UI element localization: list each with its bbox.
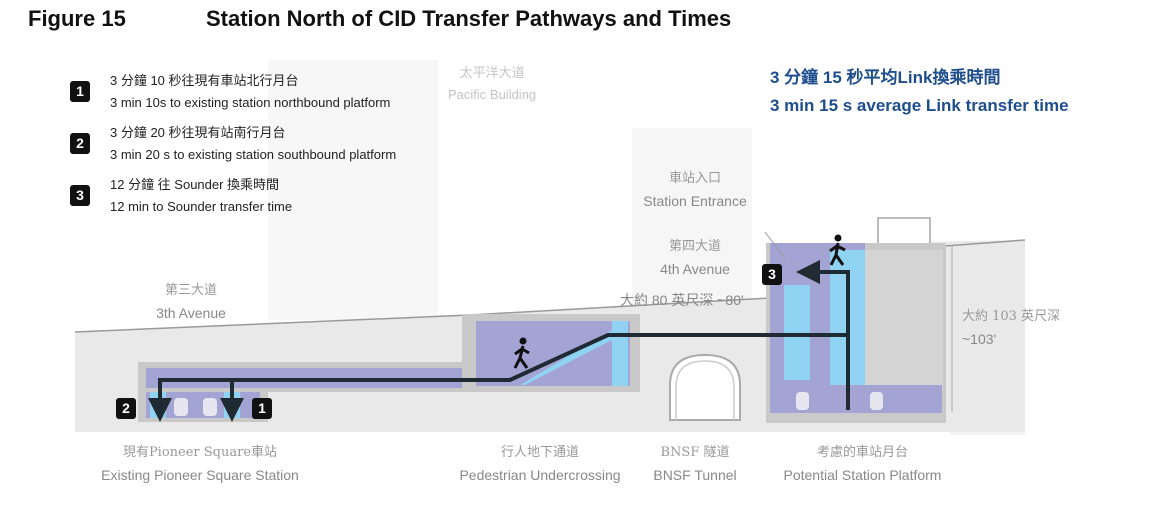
train-icon [796,392,809,410]
label-zh: 第三大道 [164,283,217,298]
background-building-label: 太平洋大道 Pacific Building [448,62,536,106]
background-label-zh: 太平洋大道 [459,65,525,80]
train-icon [174,398,188,416]
legend-item-3: 3 12 分鐘 往 Sounder 換乘時間 12 min to Sounder … [70,174,430,218]
fourth-avenue-label: 第四大道 4th Avenue [640,236,750,280]
label-zh: 考慮的車站月台 [816,445,908,460]
label-en: BNSF Tunnel [653,467,737,483]
pedestrian-icon [513,337,530,369]
potential-station-structure-inner [865,250,943,390]
legend-badge: 1 [70,81,90,102]
elevator-shaft [784,285,810,380]
average-transfer-time: 3 分鐘 15 秒平均Link換乘時間 3 min 15 s average L… [770,64,1069,120]
legend-badge: 3 [70,185,90,206]
label-zh: 大約 103 英尺深 [962,309,1061,324]
legend-item-1: 1 3 分鐘 10 秒往現有車站北行月台 3 min 10s to existin… [70,70,430,114]
figure-number: Figure 15 [28,6,126,31]
street-surface [944,239,1026,247]
train-icon [870,392,883,410]
background-building [632,128,752,308]
depth-103-label: 大約 103 英尺深 ~103' [962,306,1060,350]
label-zh: 行人地下通道 [500,445,579,460]
train-icon [203,398,217,416]
figure-title: Station North of CID Transfer Pathways a… [206,6,732,31]
label-en: 3th Avenue [156,305,226,321]
label-zh: 現有Pioneer Square車站 [122,445,278,460]
stair-shaft [612,321,628,386]
transfer-path-2 [148,333,850,422]
legend-zh: 3 分鐘 10 秒往現有車站北行月台 [110,73,299,88]
entrance-kiosk [877,217,931,247]
label-zh: BNSF 隧道 [660,445,730,460]
bnsf-tunnel-inner [675,360,735,420]
undercrossing-label: 行人地下通道 Pedestrian Undercrossing [450,442,630,486]
label-en: Station Entrance [643,193,747,209]
station-entrance-label: 車站入口 Station Entrance [630,168,760,212]
pioneer-square-label: 現有Pioneer Square車站 Existing Pioneer Squa… [90,442,310,486]
legend-item-2: 2 3 分鐘 20 秒往現有站南行月台 3 min 20 s to existin… [70,122,430,166]
legend-zh: 12 分鐘 往 Sounder 換乘時間 [110,177,280,192]
undercrossing [476,321,630,386]
label-en: ~103' [962,331,997,347]
path-badge-3: 3 [762,264,782,285]
bnsf-tunnel [669,353,741,421]
average-en: 3 min 15 s average Link transfer time [770,96,1069,115]
potential-platform-label: 考慮的車站月台 Potential Station Platform [775,442,950,486]
third-avenue-label: 第三大道 3th Avenue [136,280,246,324]
depth-80-label: 大約 80 英尺深 ~80' [620,292,744,308]
path-badge-2: 2 [116,398,136,419]
legend-zh: 3 分鐘 20 秒往現有站南行月台 [110,125,286,140]
transfer-path-3 [796,260,850,335]
legend-en: 3 min 20 s to existing station southboun… [110,147,397,162]
pedestrian-icon [829,234,846,266]
bnsf-tunnel-label: BNSF 隧道 BNSF Tunnel [645,442,745,486]
label-en: Potential Station Platform [783,467,942,483]
average-zh: 3 分鐘 15 秒平均Link換乘時間 [770,68,1001,87]
label-en: Existing Pioneer Square Station [101,467,299,483]
label-en: 4th Avenue [660,261,730,277]
background-building [268,60,438,320]
legend-badge: 2 [70,133,90,154]
label-zh: 第四大道 [668,239,721,254]
background-label-en: Pacific Building [448,87,537,102]
path-badge-1: 1 [252,398,272,419]
entrance-leader-line [764,231,786,259]
legend-en: 12 min to Sounder transfer time [110,199,293,214]
label-zh: 車站入口 [668,171,721,186]
label-en: Pedestrian Undercrossing [459,467,621,483]
legend-en: 3 min 10s to existing station northbound… [110,95,391,110]
